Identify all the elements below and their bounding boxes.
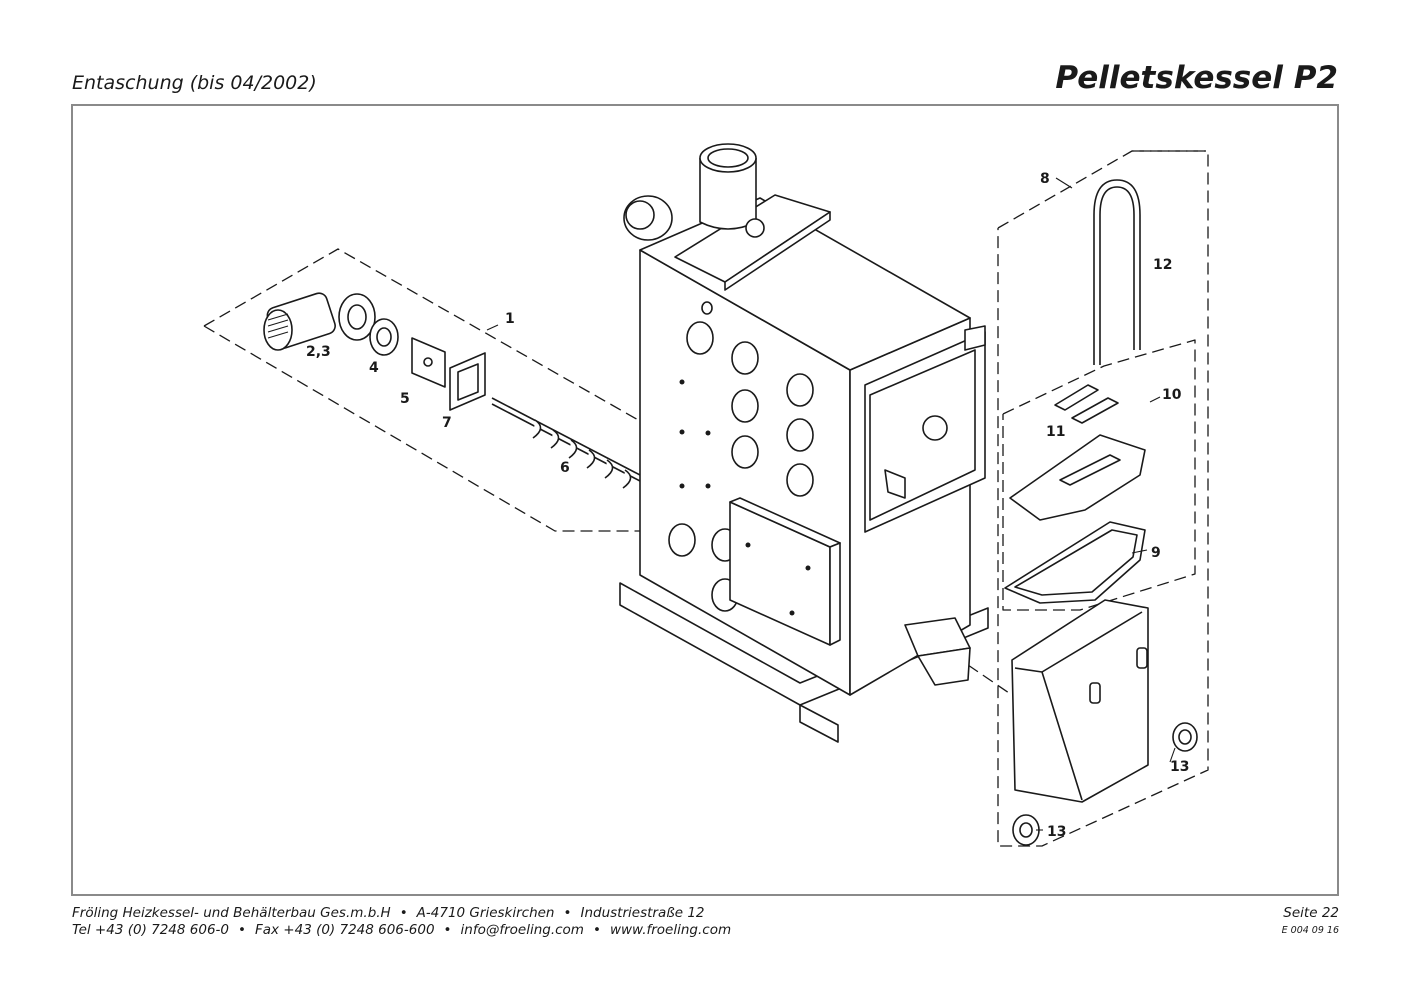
lid-clips bbox=[1054, 384, 1119, 424]
ash-container bbox=[1011, 599, 1149, 803]
company-website[interactable]: www.froeling.com bbox=[609, 922, 732, 938]
front-bolts bbox=[679, 379, 711, 489]
callout-8: 8 bbox=[1040, 171, 1050, 187]
company-fax: Fax +43 (0) 7248 606-600 bbox=[254, 922, 435, 938]
company-city: A-4710 Grieskirchen bbox=[416, 905, 555, 921]
gasket bbox=[369, 318, 399, 356]
container-handle bbox=[1093, 179, 1141, 365]
footer-contact: Fröling Heizkessel- und Behälterbau Ges.… bbox=[72, 905, 731, 939]
callout-5: 5 bbox=[400, 391, 410, 407]
company-phone: Tel +43 (0) 7248 606-0 bbox=[72, 922, 229, 938]
drawing-subtitle: Entaschung (bis 04/2002) bbox=[72, 72, 317, 94]
flange-plate bbox=[411, 337, 446, 388]
ash-screw bbox=[491, 397, 641, 489]
flue-pipe bbox=[699, 143, 757, 230]
gear-motor bbox=[263, 292, 376, 351]
callout-1: 1 bbox=[505, 311, 515, 327]
footer-line-2: Tel +43 (0) 7248 606-0•Fax +43 (0) 7248 … bbox=[72, 922, 732, 938]
door-handle bbox=[884, 469, 906, 499]
footer-line-1: Fröling Heizkessel- und Behälterbau Ges.… bbox=[72, 905, 705, 921]
drawing-frame bbox=[71, 104, 1339, 896]
drawing-title: Pelletskessel P2 bbox=[1055, 60, 1338, 96]
callout-4: 4 bbox=[369, 360, 379, 376]
callout-12: 12 bbox=[1153, 257, 1172, 273]
company-email[interactable]: info@froeling.com bbox=[460, 922, 584, 938]
callout-10: 10 bbox=[1162, 387, 1182, 403]
front-openings bbox=[668, 301, 814, 612]
callout-7: 7 bbox=[442, 415, 452, 431]
callout-9: 9 bbox=[1151, 545, 1161, 561]
company-street: Industriestraße 12 bbox=[580, 905, 705, 921]
assembly-outline-connection bbox=[967, 150, 1206, 696]
lid-seal bbox=[1004, 521, 1146, 604]
callout-13-left: 13 bbox=[1047, 824, 1066, 840]
door-sight-glass bbox=[922, 415, 948, 441]
cleaning-door bbox=[729, 497, 841, 646]
castor-wheel-left bbox=[1012, 814, 1040, 846]
ash-connection-tube bbox=[904, 617, 971, 686]
square-flange bbox=[449, 352, 486, 411]
company-name: Fröling Heizkessel- und Behälterbau Ges.… bbox=[72, 905, 391, 921]
castor-wheel-right bbox=[1172, 722, 1198, 752]
fan-motor bbox=[623, 195, 673, 241]
page-number: Seite 22 bbox=[1283, 905, 1339, 921]
callout-11: 11 bbox=[1046, 424, 1065, 440]
document-code: E 004 09 16 bbox=[1281, 925, 1339, 936]
callout-6: 6 bbox=[560, 460, 570, 476]
assembly-outline-lid bbox=[1002, 339, 1196, 611]
callout-13-right: 13 bbox=[1170, 759, 1189, 775]
assembly-outline-ash-screw bbox=[203, 248, 641, 532]
lid-knob bbox=[745, 218, 765, 238]
callout-2-3: 2,3 bbox=[306, 344, 331, 360]
